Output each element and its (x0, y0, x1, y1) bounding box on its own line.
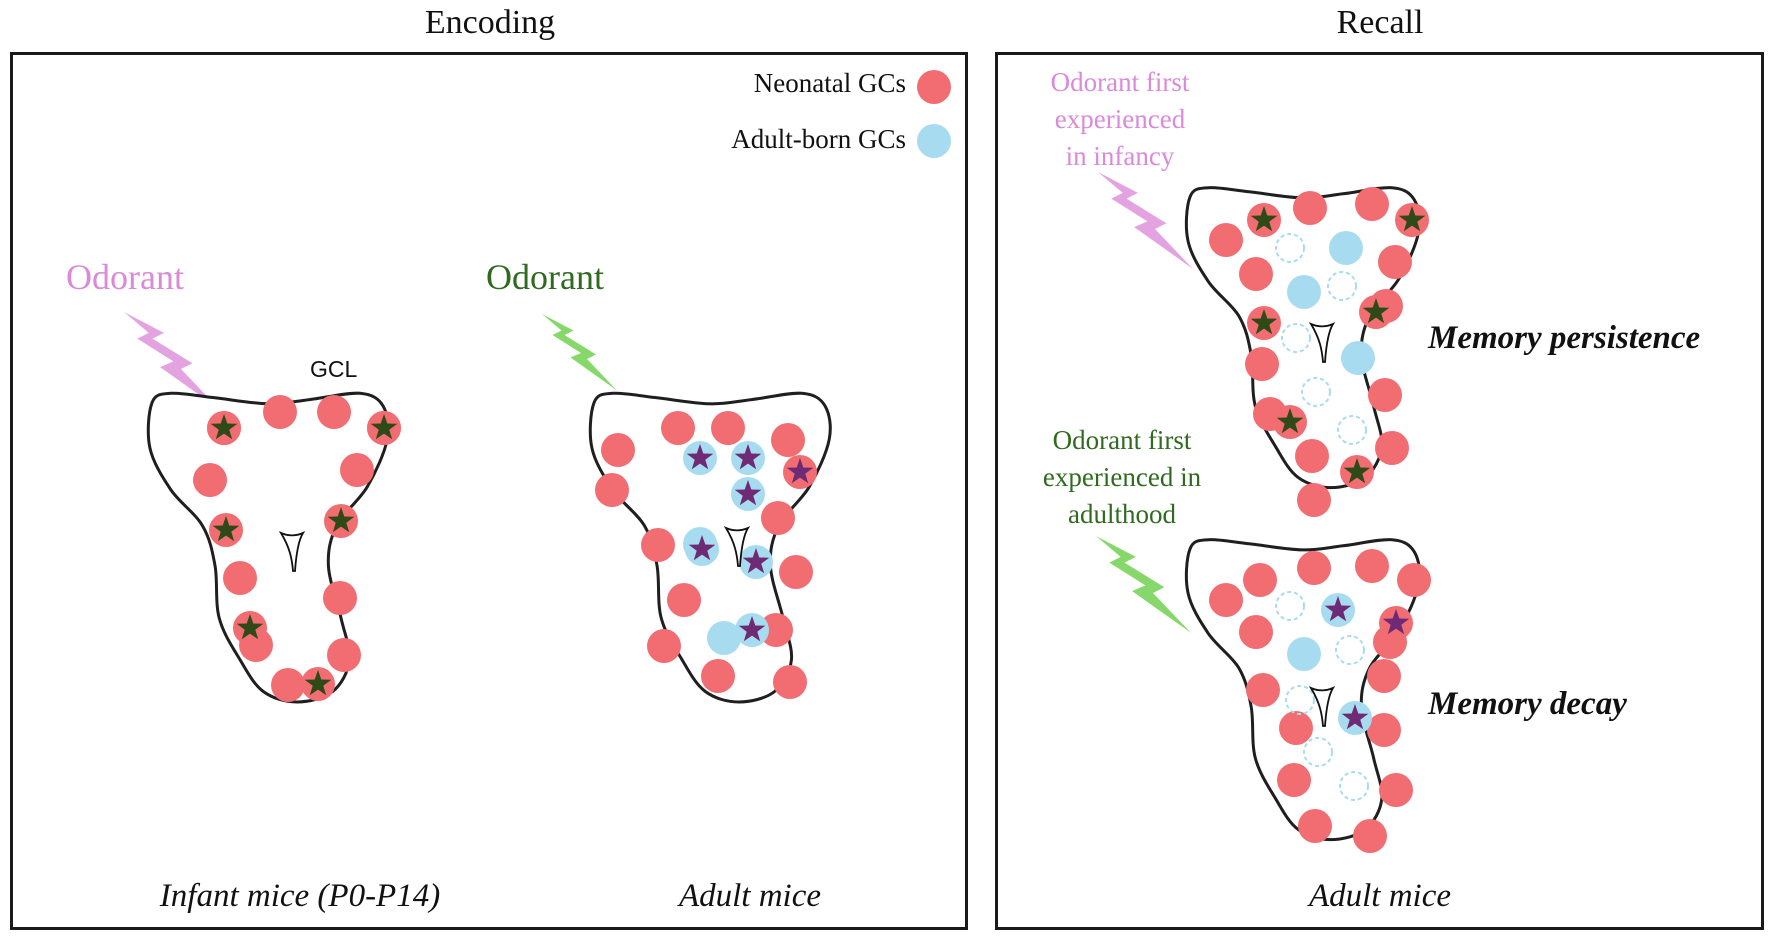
encoding-heading: Encoding (424, 4, 556, 41)
neonatal-gc (761, 501, 795, 535)
neonatal-gc (1293, 191, 1327, 225)
persistence-odorant-bolt (1098, 172, 1193, 269)
decay-stimulus-line-2: experienced in (1042, 462, 1202, 492)
lost-adult-born-gc (1327, 271, 1357, 301)
decay-stimulus-label: Odorant first experienced in adulthood (1012, 422, 1232, 533)
infant-odorant-label: Odorant (66, 257, 184, 297)
neonatal-gc (1367, 713, 1401, 747)
recall-caption: Adult mice (1308, 878, 1452, 914)
legend-neonatal-label: Neonatal GCs (753, 68, 906, 98)
neonatal-gc (1297, 551, 1331, 585)
neonatal-gc (1239, 257, 1273, 291)
persistence-stimulus-line-3: in infancy (1065, 141, 1175, 171)
neonatal-gc (1375, 431, 1409, 465)
lost-adult-born-gc (1337, 415, 1367, 445)
infant-caption: Infant mice (P0-P14) (159, 878, 441, 914)
neonatal-gc (323, 581, 357, 615)
neonatal-gc (595, 473, 629, 507)
neonatal-gc (1297, 483, 1331, 517)
neonatal-gc (1277, 763, 1311, 797)
neonatal-gc (759, 613, 793, 647)
neonatal-gc (1239, 615, 1273, 649)
lost-adult-born-gc (1281, 323, 1311, 353)
neonatal-gc (1355, 187, 1389, 221)
neonatal-gc (601, 433, 635, 467)
neonatal-gc (667, 583, 701, 617)
adult-born-gc (1287, 275, 1321, 309)
lost-adult-born-gc (1275, 233, 1305, 263)
memory-persistence-label: Memory persistence (1428, 320, 1701, 356)
neonatal-gc (263, 395, 297, 429)
neonatal-gc (641, 528, 675, 562)
neonatal-gc (1209, 583, 1243, 617)
neonatal-gc (1245, 347, 1279, 381)
neonatal-gc (771, 423, 805, 457)
neonatal-gc (661, 411, 695, 445)
gcl-label: GCL (310, 356, 358, 382)
adult-caption: Adult mice (678, 878, 822, 914)
adult-born-gc (1329, 231, 1363, 265)
lost-adult-born-gc (1339, 771, 1369, 801)
lost-adult-born-gc (1335, 635, 1365, 665)
legend-adult-born-dot (917, 124, 951, 158)
neonatal-gc (1368, 378, 1402, 412)
recall-heading: Recall (1336, 4, 1424, 41)
neonatal-gc (327, 638, 361, 672)
neonatal-gc (1209, 223, 1243, 257)
memory-decay-label: Memory decay (1428, 686, 1627, 722)
legend-neonatal-dot (917, 70, 951, 104)
lost-adult-born-gc (1303, 737, 1333, 767)
adult-born-gc (1287, 637, 1321, 671)
neonatal-gc (1378, 245, 1412, 279)
persistence-stimulus-line-2: experienced (1054, 104, 1186, 134)
neonatal-gc (711, 411, 745, 445)
adult-odorant-label: Odorant (486, 257, 604, 297)
neonatal-gc (223, 561, 257, 595)
infant-odorant-bolt (124, 312, 219, 409)
adult-born-gc (707, 621, 741, 655)
neonatal-gc (773, 665, 807, 699)
neonatal-gc (317, 395, 351, 429)
neonatal-gc (340, 453, 374, 487)
neonatal-gc (1355, 549, 1389, 583)
legend-adult-born-label: Adult-born GCs (731, 124, 906, 154)
adult-odorant-bolt (542, 314, 617, 391)
neonatal-gc (1246, 673, 1280, 707)
neonatal-gc (1379, 773, 1413, 807)
neonatal-gc (1295, 439, 1329, 473)
neonatal-gc (1367, 659, 1401, 693)
neonatal-gc (1243, 563, 1277, 597)
adult-born-gc (1341, 341, 1375, 375)
neonatal-gc (193, 463, 227, 497)
decay-odorant-bolt (1096, 536, 1191, 633)
persistence-stimulus-label: Odorant first experienced in infancy (1020, 64, 1220, 175)
neonatal-gc (779, 555, 813, 589)
persistence-stimulus-line-1: Odorant first (1050, 67, 1190, 97)
neonatal-gc (1298, 809, 1332, 843)
neonatal-gc (1279, 711, 1313, 745)
neonatal-gc (701, 659, 735, 693)
decay-stimulus-line-3: adulthood (1068, 499, 1176, 529)
lost-adult-born-gc (1301, 377, 1331, 407)
neonatal-gc (271, 668, 305, 702)
neonatal-gc (1353, 819, 1387, 853)
neonatal-gc (1397, 563, 1431, 597)
lost-adult-born-gc (1275, 591, 1305, 621)
neonatal-gc (647, 629, 681, 663)
lost-adult-born-gc (1285, 685, 1315, 715)
decay-stimulus-line-1: Odorant first (1052, 425, 1192, 455)
